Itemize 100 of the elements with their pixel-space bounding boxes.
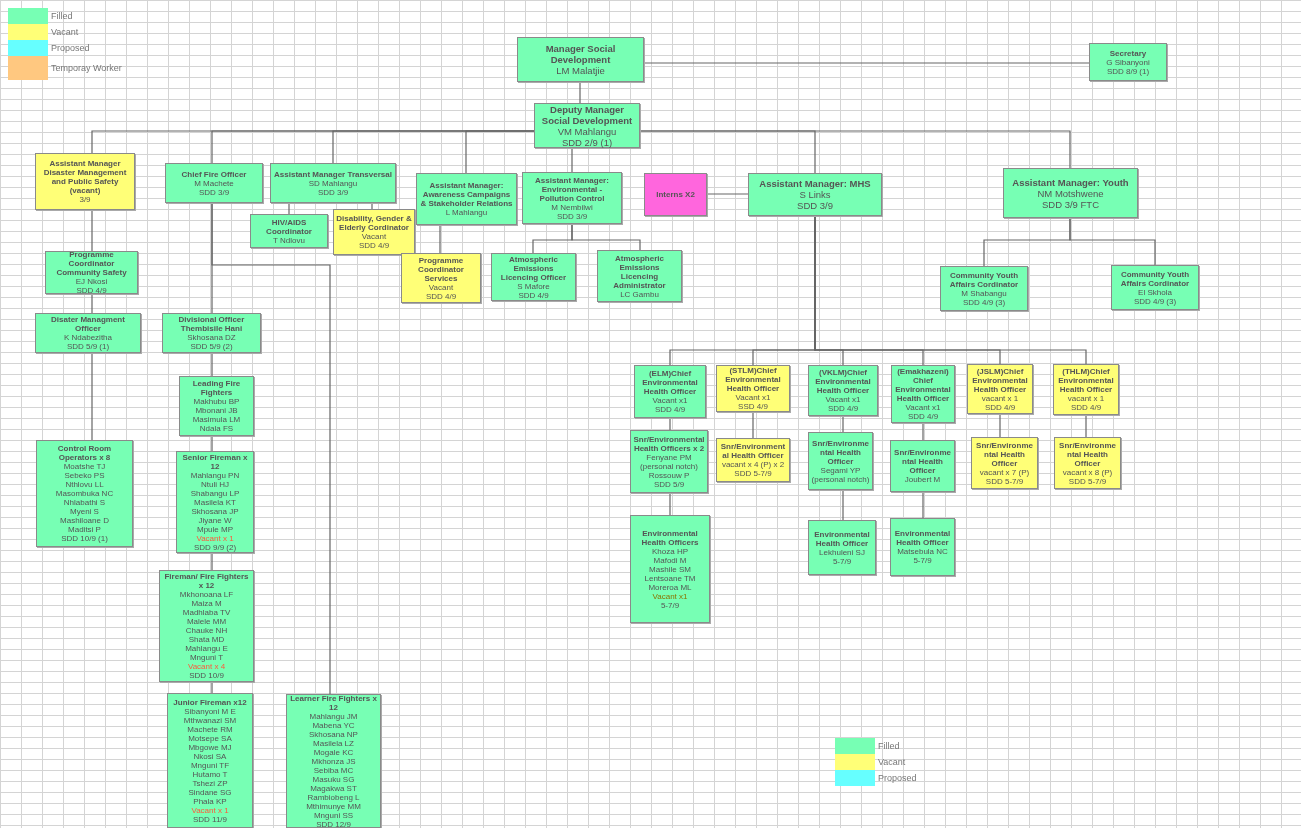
node-text: Masilela KT (194, 497, 236, 507)
org-box (416, 173, 517, 225)
node-text: Mnguni TF (190, 760, 230, 770)
node-text: Sebiba MC (313, 765, 354, 775)
org-box (534, 103, 640, 148)
node-text: Vacant x1 (905, 403, 941, 412)
org-box (1003, 168, 1138, 218)
org-box (35, 153, 135, 210)
role-title: Environmental Health Officers (640, 528, 700, 547)
node-text: Phala KP (193, 796, 227, 806)
connector-line (91, 209, 93, 252)
role-title: Learner Fire Fighters x 12 (289, 693, 378, 712)
node-text: Mahlangu E (185, 644, 228, 653)
legend-label: Proposed (878, 773, 917, 783)
org-box (491, 253, 576, 301)
node-text: LC Gambu (620, 289, 659, 299)
role-title: Snr/Environmental Health Officer (893, 448, 952, 475)
node-text: Masilela LZ (313, 738, 354, 748)
node-text: Chauke NH (185, 626, 228, 635)
role-title: Environmental Health Officer (893, 529, 952, 547)
node-text: SDD 4/9 (425, 291, 457, 301)
node-text: SDD 5/9 (2) (190, 342, 233, 351)
role-title: Assistant Manager Disaster Management and Public Safety (vacant) (42, 159, 128, 195)
node-text: SDD 4/9 (3) (1133, 296, 1177, 306)
node-text: Vacant x 4 (187, 662, 226, 671)
org-box (45, 251, 138, 294)
node-text: vacant x 1 (1067, 394, 1105, 403)
legend-label: Filled (878, 741, 900, 751)
connector-line (288, 202, 290, 215)
role-title: Community Youth Affairs Cordinator (1119, 269, 1191, 288)
org-box (890, 440, 955, 492)
connector-line (752, 411, 754, 439)
node-text: Motsepe SA (188, 733, 232, 743)
node-text: SDD 5-7/9 (1068, 476, 1107, 486)
role-title: Fireman/ Fire Fighters x 12 (163, 572, 250, 590)
node-text: EJ Nkosi (75, 277, 108, 286)
node-text: SDD 5/9 (1) (66, 342, 110, 351)
role-title: Disater Managment Officer (50, 315, 126, 333)
node-text: Mashiloane D (60, 516, 109, 525)
connector-line (1085, 414, 1087, 438)
node-text: SSD 4/9 (738, 402, 768, 411)
node-text: SDD 5/9 (653, 479, 685, 489)
node-text: L Mahlangu (445, 208, 488, 217)
node-text: Shata MD (188, 635, 225, 644)
role-title: Junior Fireman x12 (173, 697, 247, 707)
node-text: S Links (799, 189, 831, 200)
node-text: Mkhonza JS (311, 756, 356, 766)
connector-line (706, 193, 749, 195)
node-text: SDD 4/9 (3) (962, 297, 1006, 307)
node-text: S Mafore (517, 281, 550, 291)
node-text: Mbonani JB (195, 406, 238, 415)
node-text: M Machete (194, 178, 234, 188)
node-text: SDD 9/9 (2) (193, 542, 237, 552)
role-title: (STLM)Chief Environmental Health Officer (724, 366, 782, 393)
org-box (165, 163, 263, 203)
connector-line (639, 130, 1071, 169)
role-title: Programme Coordinator Services (417, 255, 465, 283)
connector-line (571, 223, 641, 251)
role-title: Senior Fireman x 12 (181, 452, 249, 471)
node-text: vacant x 8 (P) (1062, 467, 1113, 477)
node-text: G Sibanyoni (1106, 57, 1150, 67)
node-text: Tshezi ZP (192, 778, 228, 788)
role-title: Leading Fire Fighters (191, 379, 242, 397)
org-box (35, 313, 141, 353)
org-box (634, 365, 706, 418)
node-text: Skhosana NP (309, 729, 358, 739)
node-text: Moatshe TJ (63, 462, 106, 471)
node-text: SDD 12/9 (316, 819, 351, 828)
node-text: SDD 4/9 (1070, 403, 1102, 412)
node-text: Sindane SG (188, 787, 232, 797)
org-box (630, 515, 710, 623)
role-title: Snr/Environmental Health Officers x 2 (633, 434, 705, 453)
node-text: Lekhuleni SJ (819, 547, 865, 557)
node-text: Vacant x1 (735, 393, 771, 402)
node-text: Skhosana JP (191, 506, 239, 516)
node-text: Maditsi P (68, 525, 101, 534)
node-text: SDD 3/9 FTC (1042, 198, 1099, 210)
node-text: Maiza M (191, 599, 222, 608)
node-text: Lentsoane TM (644, 573, 696, 583)
org-box (250, 214, 328, 248)
node-text: SD Mahlangu (308, 178, 358, 188)
node-text: 5-7/9 (832, 556, 852, 566)
legend-label: Filled (51, 11, 73, 21)
node-text: SDD 10/9 (1) (61, 534, 108, 543)
org-box (401, 253, 481, 303)
node-text: Vacant x1 (825, 395, 861, 404)
org-box (940, 266, 1028, 311)
connector-line (571, 147, 573, 173)
node-text: T Ndlovu (273, 235, 305, 245)
node-text: Sibanyoni M E (184, 706, 236, 716)
node-text: Magakwa ST (310, 783, 357, 793)
node-text: vacant x 7 (P) (979, 467, 1030, 477)
legend-label: Vacant (878, 757, 906, 767)
org-box (971, 437, 1038, 489)
org-box (808, 432, 873, 490)
node-text: Joubert M (904, 475, 941, 484)
org-box (517, 37, 644, 82)
connector-line (211, 681, 213, 694)
node-text: SDD 4/9 (654, 405, 686, 414)
node-text: SDD 4/9 (76, 286, 107, 295)
